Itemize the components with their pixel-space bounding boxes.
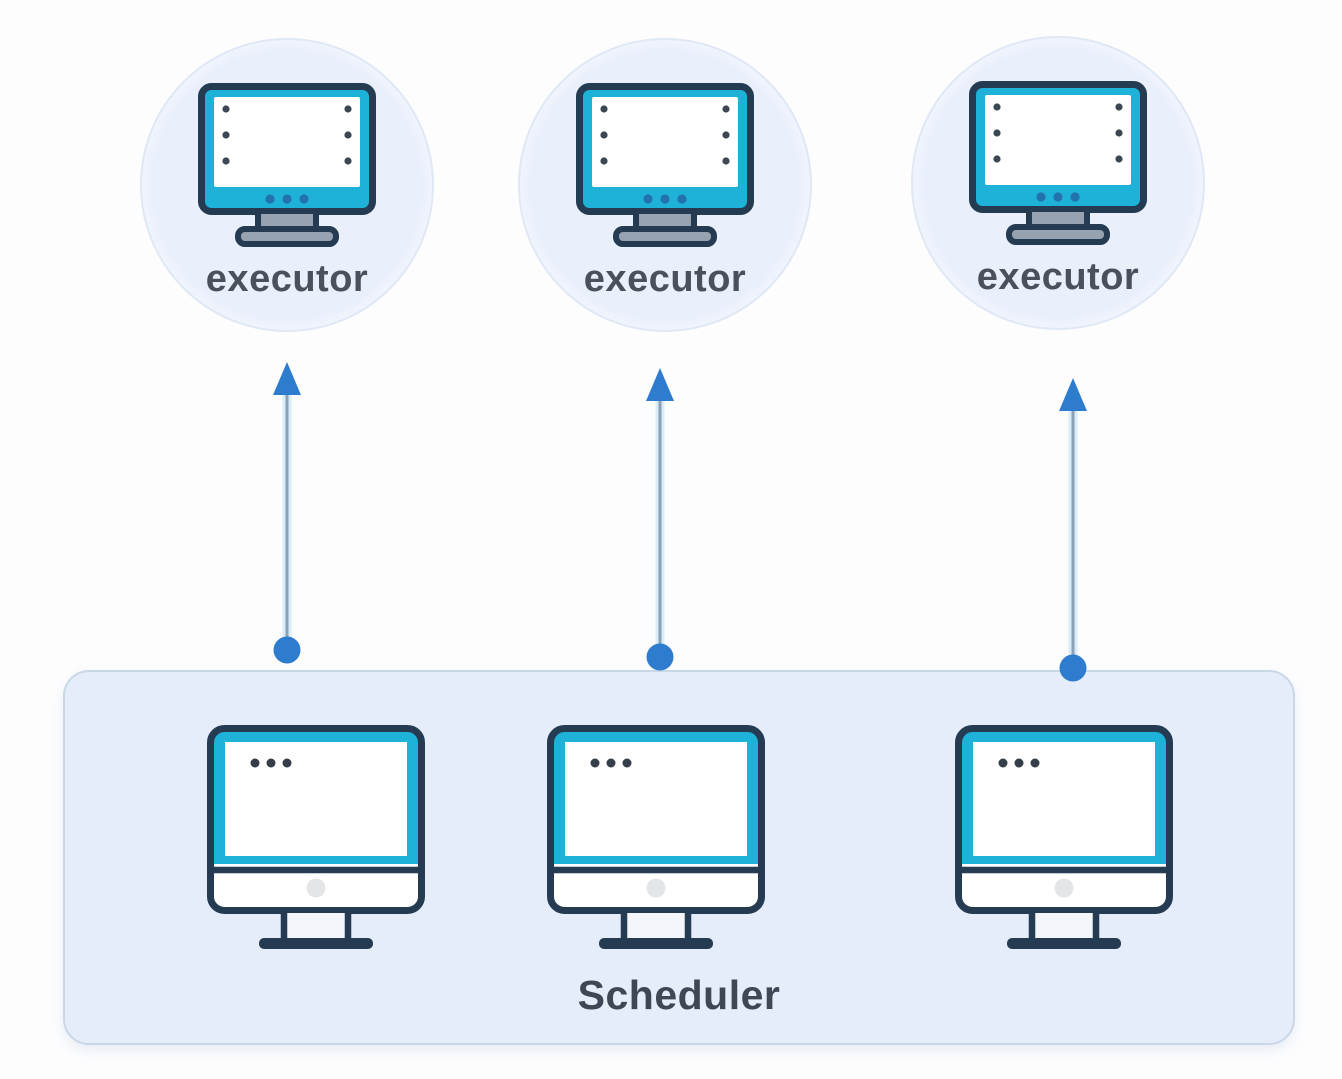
executor-node-1: executor (140, 38, 434, 332)
connection-dot (646, 643, 674, 671)
monitor-icon (968, 80, 1148, 248)
flow-arrow-1 (265, 358, 309, 670)
connection-dot (1059, 654, 1087, 682)
imac-icon (954, 724, 1174, 954)
executor-label: executor (583, 258, 747, 300)
flow-arrow-3 (1051, 374, 1095, 684)
imac-icon (546, 724, 766, 954)
executor-node-2: executor (518, 38, 812, 332)
flow-arrow-2 (638, 364, 682, 674)
arrowhead-icon (273, 362, 301, 395)
scheduler-label: Scheduler (577, 972, 781, 1018)
executor-label: executor (205, 258, 369, 300)
arrowhead-icon (646, 368, 674, 401)
executor-node-3: executor (911, 36, 1205, 330)
executor-label: executor (976, 256, 1140, 298)
monitor-icon (197, 82, 377, 250)
arrowhead-icon (1059, 378, 1087, 411)
monitor-icon (575, 82, 755, 250)
scheduler-box: Scheduler (63, 670, 1295, 1045)
connection-dot (273, 636, 301, 664)
imac-icon (206, 724, 426, 954)
